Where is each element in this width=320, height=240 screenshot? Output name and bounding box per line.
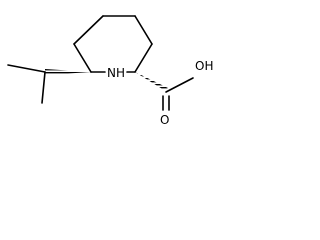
hydroxyl-label: OH [195, 59, 213, 73]
bond-lines [7, 15, 194, 111]
ring-bond-right [134, 43, 153, 73]
ring-bond-upper-right [134, 15, 153, 45]
ring-bond-upper-left [73, 15, 104, 45]
isopropyl-bond-down [41, 71, 46, 104]
carbonyl-oxygen-label: O [160, 113, 169, 127]
carboxyl-bond-oh [165, 77, 194, 93]
molecule-structure: NH OH O [7, 15, 213, 127]
hashed-wedge-bond-left [45, 69, 91, 75]
ring-bond-left [73, 43, 92, 73]
isopropyl-bond-left [7, 64, 46, 73]
nitrogen-label: NH [107, 66, 125, 80]
hashed-wedge-bond-right [135, 72, 168, 90]
